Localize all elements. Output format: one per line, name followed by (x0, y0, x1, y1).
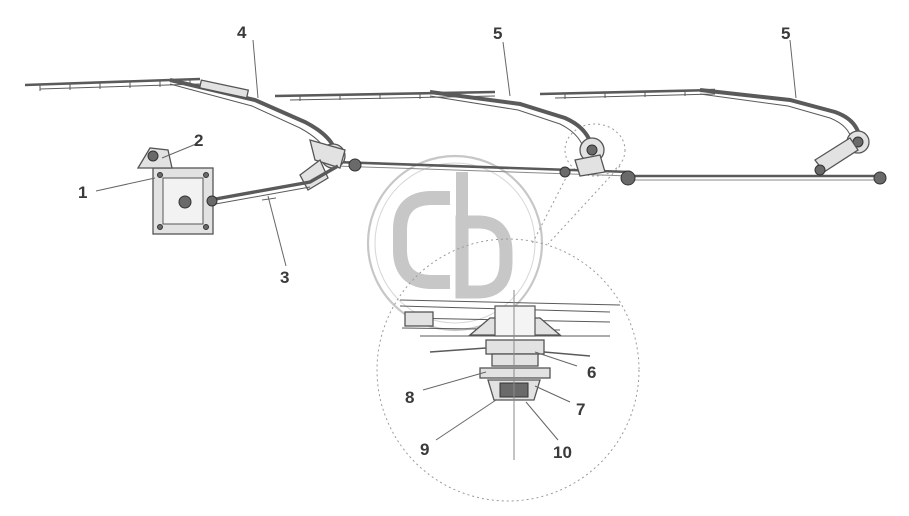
label-9: 9 (420, 440, 429, 459)
wiper-motor-1 (152, 167, 214, 235)
label-7: 7 (576, 400, 585, 419)
label-4: 4 (237, 23, 247, 42)
wiper-arm-5a (429, 90, 594, 151)
wiper-blade-3 (539, 88, 716, 99)
label-3: 3 (280, 268, 289, 287)
label-1: 1 (78, 183, 87, 202)
label-2: 2 (194, 131, 203, 150)
wiper-arm-5b (699, 88, 862, 143)
pivot-3 (814, 130, 887, 185)
motor-cap-2 (136, 147, 173, 169)
detail-view-outline (376, 123, 640, 502)
label-5a: 5 (493, 24, 502, 43)
pivot-2 (559, 137, 636, 186)
label-5b: 5 (781, 24, 790, 43)
label-10: 10 (553, 443, 572, 462)
watermark-logo (366, 154, 544, 332)
label-8: 8 (405, 388, 414, 407)
label-6: 6 (587, 363, 596, 382)
part-labels: 1 2 3 4 5 5 6 7 8 9 10 (78, 23, 790, 462)
drive-link-3 (206, 164, 339, 207)
leader-lines (95, 39, 797, 441)
detail-section-view (399, 290, 621, 460)
